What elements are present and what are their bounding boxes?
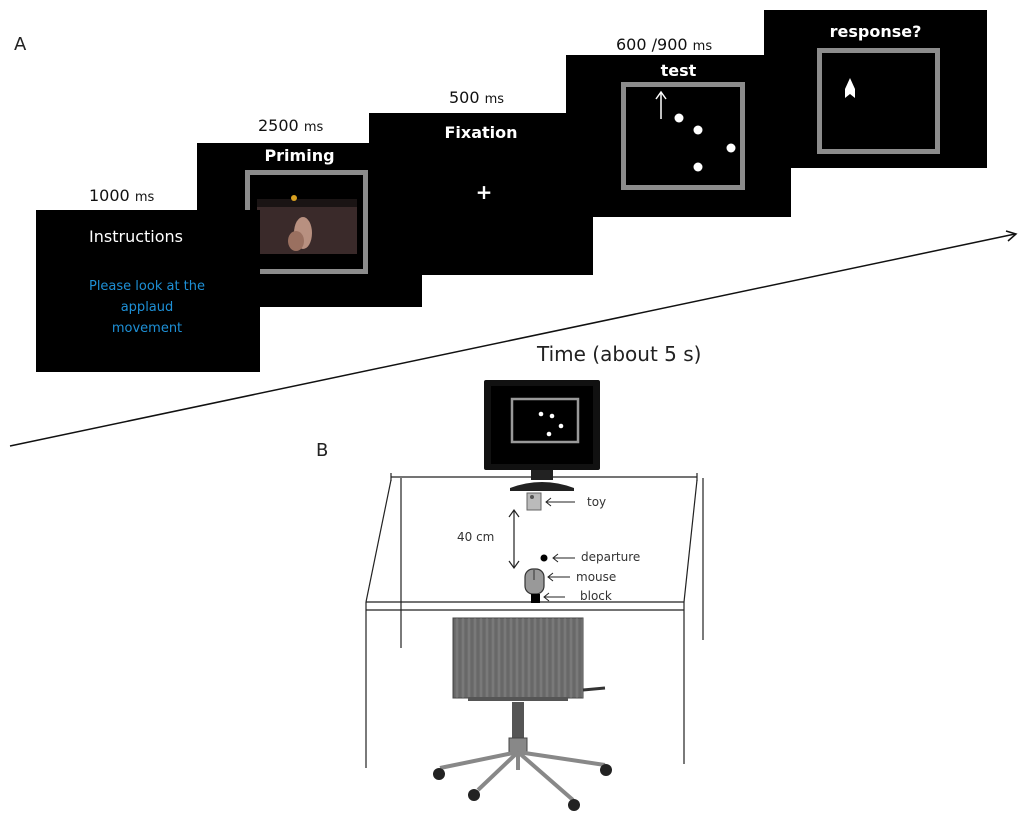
table	[365, 473, 704, 768]
block-icon	[531, 594, 540, 603]
instructions-duration: 1000 ms	[89, 186, 155, 205]
arrowhead-icon	[845, 78, 855, 98]
test-dots	[655, 90, 736, 172]
priming-title: Priming	[264, 146, 335, 165]
priming-duration: 2500 ms	[258, 116, 324, 135]
departure-label: departure	[581, 550, 641, 564]
response-screen: response?	[764, 10, 987, 168]
distance-label: 40 cm	[457, 530, 495, 544]
test-title: test	[660, 61, 697, 80]
test-frame	[621, 82, 745, 190]
time-axis-label: Time (about 5 s)	[537, 342, 702, 366]
block-label: block	[580, 589, 612, 603]
panel-a-label: A	[14, 34, 27, 55]
mouse-icon	[524, 568, 545, 595]
fixation-duration: 500 ms	[449, 88, 505, 107]
response-title: response?	[829, 22, 922, 41]
departure-point	[540, 554, 548, 562]
chair-icon	[433, 617, 612, 811]
distance-arrow	[508, 508, 520, 570]
test-duration: 600 /900 ms	[616, 35, 713, 54]
panel-b-label: B	[316, 440, 329, 461]
toy-label: toy	[587, 495, 607, 509]
mouse-label: mouse	[576, 570, 617, 584]
fixation-title: Fixation	[444, 123, 518, 142]
toy-icon	[526, 492, 542, 511]
response-frame	[817, 48, 940, 154]
monitor-icon	[484, 380, 600, 491]
test-screen: test	[566, 55, 791, 217]
fixation-cross: +	[475, 180, 493, 204]
